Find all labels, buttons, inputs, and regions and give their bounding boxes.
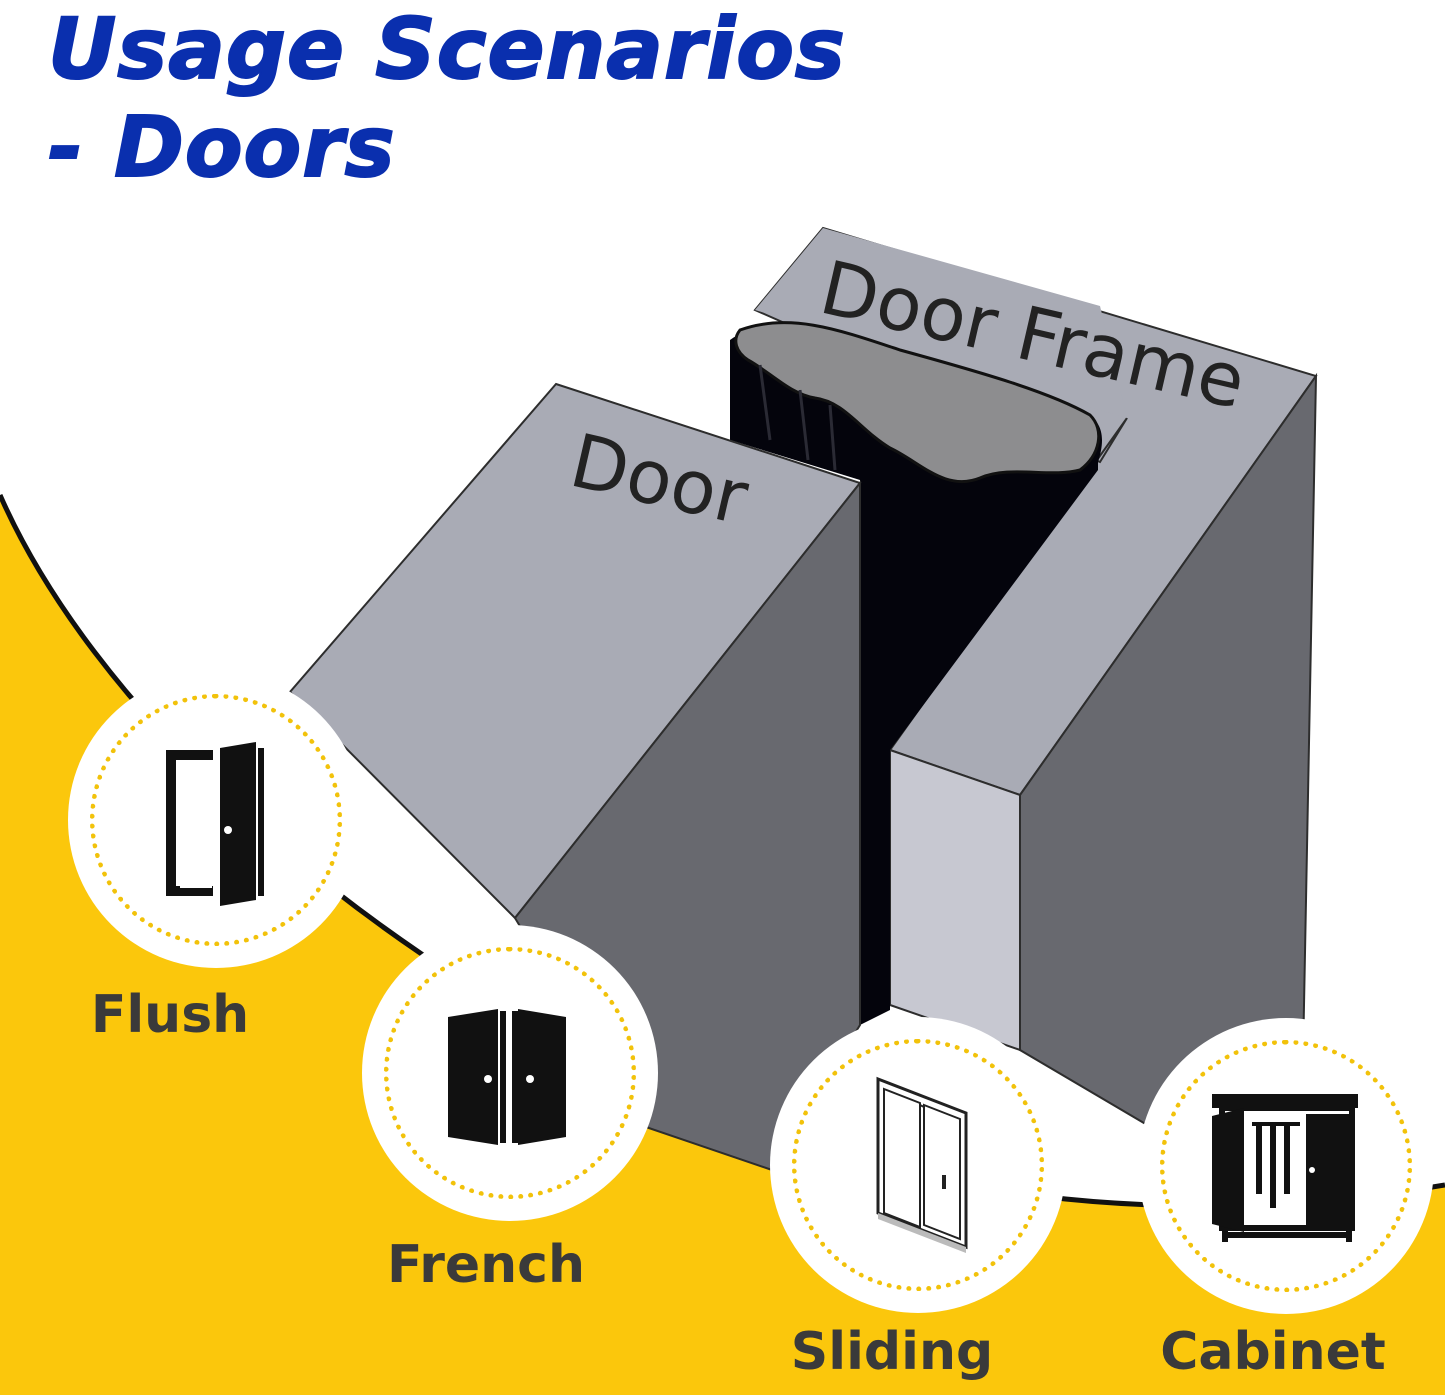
french-door-icon (448, 1009, 566, 1145)
french-label: French (387, 1235, 585, 1295)
cabinet-icon (1212, 1094, 1358, 1242)
flush-door-icon (166, 742, 264, 906)
yellow-background-shape (0, 495, 1445, 1395)
cabinet-label: Cabinet (1160, 1322, 1386, 1382)
sliding-door-icon (876, 1076, 968, 1253)
seal-body (730, 328, 1103, 1025)
page-title: Usage Scenarios - Doors (47, 0, 846, 197)
title-line-2: - Doors (47, 97, 396, 197)
flush-badge (68, 672, 364, 968)
french-badge (362, 925, 658, 1221)
seal-foam (734, 321, 1101, 484)
flush-label: Flush (90, 985, 250, 1045)
weather-seal (730, 321, 1103, 1025)
cabinet-badge (1138, 1018, 1434, 1314)
sliding-label: Sliding (790, 1322, 994, 1382)
sliding-badge (770, 1017, 1066, 1313)
door-frame-face (889, 748, 1021, 1052)
title-line-1: Usage Scenarios (47, 0, 846, 99)
